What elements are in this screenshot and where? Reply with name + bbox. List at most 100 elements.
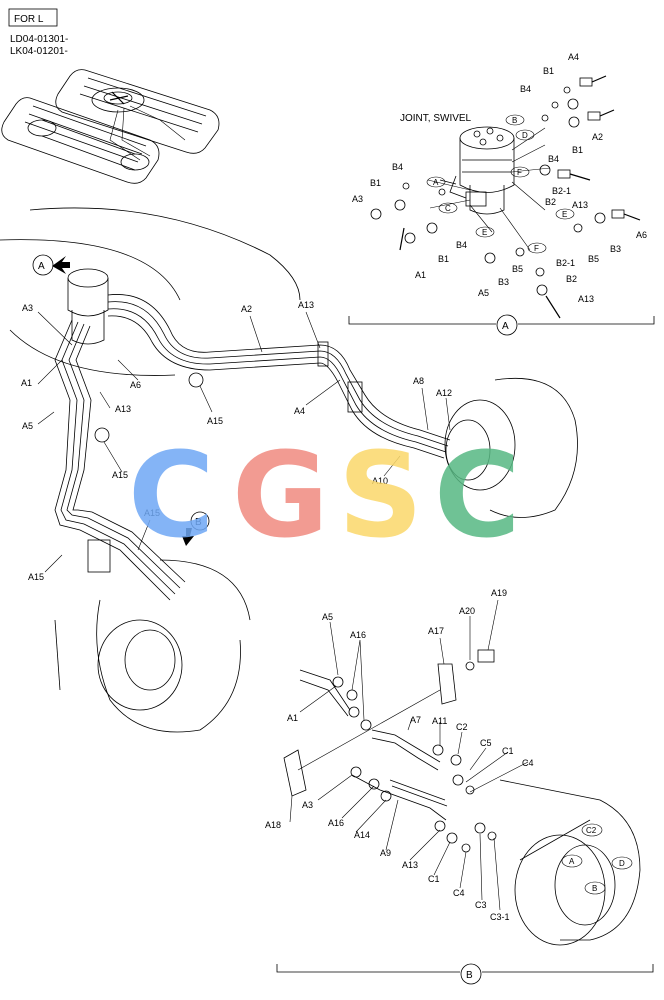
- callout-label: A14: [354, 830, 370, 840]
- watermark-letter: G: [232, 426, 329, 564]
- detail-b-hoses: [299, 669, 448, 821]
- callout-label: A13: [115, 404, 131, 414]
- watermark-letter: C: [434, 426, 521, 564]
- detail-b-fittings: [332, 649, 497, 853]
- callout-label: A13: [298, 300, 314, 310]
- callout-label: A1: [287, 713, 298, 723]
- callout-label: A13: [402, 860, 418, 870]
- left-travel-motor: [54, 559, 251, 733]
- callout-label: A15: [28, 572, 44, 582]
- callout-label: A9: [380, 848, 391, 858]
- callout-label: A5: [478, 288, 489, 298]
- callout-label: A20: [459, 606, 475, 616]
- callout-label: A13: [572, 200, 588, 210]
- callout-label: C3: [475, 900, 487, 910]
- hose-clamp: [347, 381, 363, 413]
- right-travel-motor: [444, 377, 578, 518]
- view-a-arrow: [52, 256, 70, 274]
- callout-label: A10: [372, 476, 388, 486]
- hose-bundle-upper: [107, 294, 451, 459]
- port-letter: C2: [586, 826, 597, 835]
- port-letter: D: [619, 859, 625, 868]
- callout-label: A16: [328, 818, 344, 828]
- detail-b-bracket: [276, 964, 654, 973]
- callout-label: C4: [453, 888, 465, 898]
- callout-label: A16: [350, 630, 366, 640]
- callout-label: A5: [22, 421, 33, 431]
- callout-label: A7: [410, 715, 421, 725]
- detail-a-bracket: [348, 316, 655, 325]
- callout-label: A3: [302, 800, 313, 810]
- detail-b-motor: [499, 779, 641, 946]
- callout-label: C4: [522, 758, 534, 768]
- callout-label: B1: [572, 145, 583, 155]
- port-letter: F: [534, 244, 539, 253]
- callout-label: B4: [456, 240, 467, 250]
- watermark-letter: C: [128, 426, 215, 564]
- bracket-a17: [437, 663, 457, 705]
- callout-label: A18: [265, 820, 281, 830]
- callout-label: A15: [144, 508, 160, 518]
- watermark: C G S C: [128, 426, 521, 564]
- detail-b-view-letter: B: [466, 970, 473, 981]
- callout-label: A12: [436, 388, 452, 398]
- callout-label: C5: [480, 738, 492, 748]
- port-letter: E: [562, 210, 567, 219]
- callout-label: C2: [456, 722, 468, 732]
- detail-a-view-circle: [496, 314, 518, 336]
- callout-label: B4: [548, 154, 559, 164]
- detail-a: JOINT, SWIVEL: [348, 52, 655, 336]
- port-letter: F: [517, 168, 522, 177]
- port-letter: B: [512, 116, 517, 125]
- callout-label: C3-1: [490, 912, 510, 922]
- callout-label: A15: [112, 470, 128, 480]
- callout-label: B2: [566, 274, 577, 284]
- bracket-a18: [283, 749, 307, 797]
- callout-label: A5: [322, 612, 333, 622]
- detail-b-view-circle: [460, 963, 482, 985]
- callout-label: B1: [543, 66, 554, 76]
- hose-clamp-lower: [87, 539, 111, 573]
- callout-label: A11: [432, 716, 447, 726]
- callout-label: A8: [413, 376, 424, 386]
- callout-label: A1: [415, 270, 426, 280]
- callout-label: A3: [352, 194, 363, 204]
- main-view-callouts: A3 A2 A13 A1 A6 A13 A15 A5 A4 A8 A12 A15…: [21, 300, 452, 582]
- port-letter: A: [433, 178, 439, 187]
- callout-label: B5: [512, 264, 523, 274]
- callout-label: B2-1: [552, 186, 571, 196]
- callout-label: C1: [502, 746, 514, 756]
- callout-label: A15: [207, 416, 223, 426]
- callout-label: A4: [568, 52, 579, 62]
- callout-label: A19: [491, 588, 507, 598]
- callout-label: A2: [241, 304, 252, 314]
- callout-label: A6: [636, 230, 647, 240]
- callout-label: A2: [592, 132, 603, 142]
- swivel-joint-body: [439, 126, 515, 215]
- serial-line-1: LD04-01301-: [10, 34, 68, 45]
- callout-label: B1: [370, 178, 381, 188]
- callout-label: B1: [438, 254, 449, 264]
- hose-bundle-left: [54, 319, 186, 601]
- variant-box: [8, 8, 58, 27]
- view-b-arrow: [182, 528, 194, 546]
- watermark-letter: S: [338, 426, 423, 564]
- port-letter: C: [445, 204, 451, 213]
- main-swivel: [67, 268, 109, 345]
- serial-line-2: LK04-01201-: [10, 46, 68, 57]
- callout-label: B3: [610, 244, 621, 254]
- view-a-letter: A: [38, 261, 45, 272]
- callout-label: B3: [498, 277, 509, 287]
- port-letter: D: [522, 131, 528, 140]
- callout-label: B5: [588, 254, 599, 264]
- callout-label: B2: [545, 197, 556, 207]
- detail-b-callouts: A5 A16 A17 A20 A19 A1 A7 A11 C2 C5 C1 C4…: [265, 588, 534, 922]
- callout-label: A4: [294, 406, 305, 416]
- callout-label: A3: [22, 303, 33, 313]
- port-letter: B: [592, 884, 597, 893]
- callout-label: A17: [428, 626, 444, 636]
- port-letter: E: [482, 228, 487, 237]
- variant-label: FOR L: [14, 14, 44, 25]
